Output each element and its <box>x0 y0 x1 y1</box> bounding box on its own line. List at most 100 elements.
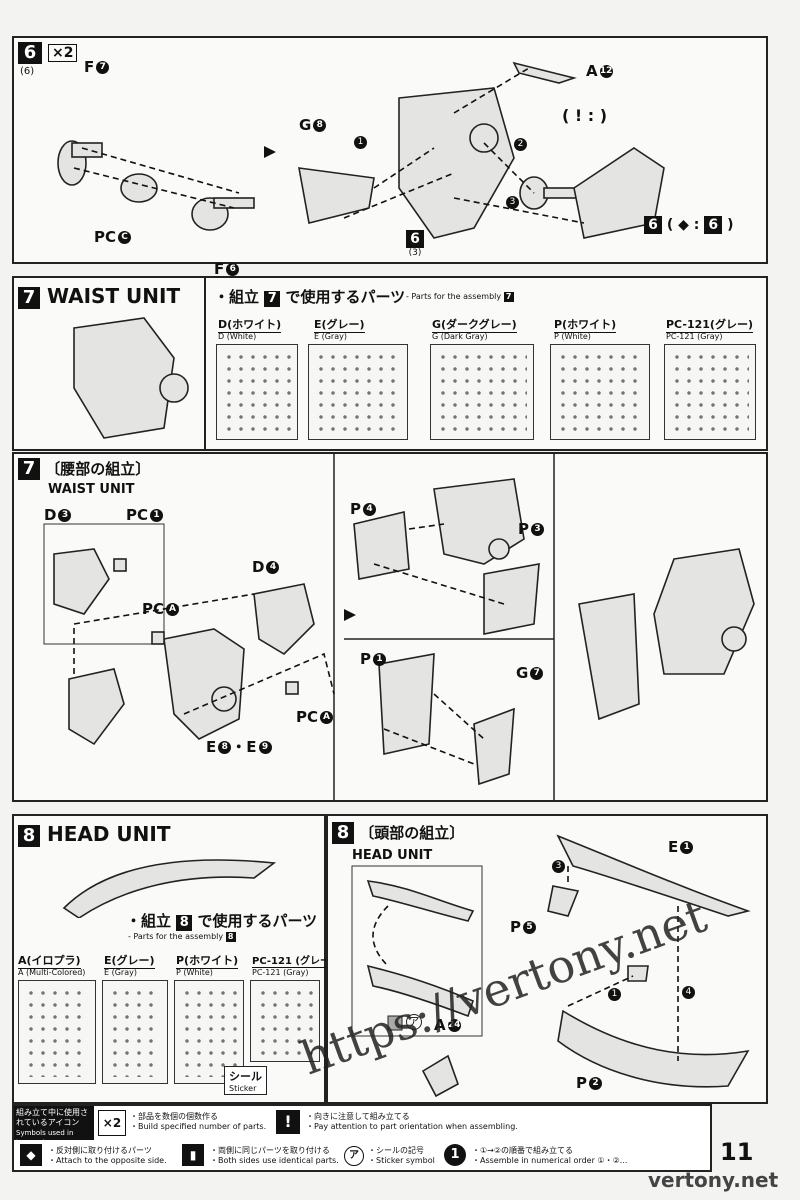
step6-sub: (6) <box>20 66 35 77</box>
head-part-pc121-en: PC-121 (Gray) <box>252 968 309 977</box>
step7-title-jp: 7 〔腰部の組立〕 <box>18 458 150 480</box>
waist-parts-panel: 7 WAIST UNIT ・組立 7 で使用するパーツ - Parts for … <box>12 276 768 451</box>
arrow-step-1: 1 <box>354 136 367 149</box>
step8-title-en: HEAD UNIT <box>352 848 433 863</box>
waist-part-p-en: P (White) <box>554 332 591 341</box>
waist-header-title: 7 WAIST UNIT <box>18 284 180 309</box>
shoulder-part <box>573 147 665 239</box>
head-part-pc121: PC-121 (グレー) <box>252 952 335 968</box>
head-part-a: A(イロプラ) <box>18 954 81 969</box>
legend-heading: 組み立て中に使用されているアイコン Symbols used in instru… <box>14 1106 94 1147</box>
head-header-title: 8 HEAD UNIT <box>18 822 170 847</box>
opposite-side-icon: ◆ <box>20 1144 42 1166</box>
runner-pc121 <box>664 344 756 440</box>
arrow-step-2: 2 <box>514 138 527 151</box>
sticker-symbol-icon: ア <box>344 1146 364 1166</box>
runner-a <box>18 980 96 1084</box>
flow-arrow <box>264 146 276 158</box>
arrow-step-3: 3 <box>506 196 519 209</box>
head-part-p: P(ホワイト) <box>176 954 239 969</box>
a12-part <box>512 61 577 84</box>
head-preview-drawing <box>62 859 277 918</box>
waist-assembly-en: - Parts for the assembly 7 <box>406 292 514 302</box>
sticker-label: シール Sticker <box>224 1066 267 1095</box>
waist-part-e-en: E (Gray) <box>314 332 347 341</box>
waist-part-p: P(ホワイト) <box>554 318 617 333</box>
legend-item-orientation: ・向きに注意して組み立てる ・Pay attention to part ori… <box>306 1112 518 1131</box>
legend-item-sticker: ・シールの記号 ・Sticker symbol <box>368 1146 435 1165</box>
caution-icon: ! <box>276 1110 300 1134</box>
head-part-p-en: P (White) <box>176 968 213 977</box>
waist-part-g-en: G (Dark Gray) <box>432 332 488 341</box>
legend-item-opposite: ・反対側に取り付けるパーツ ・Attach to the opposite si… <box>48 1146 167 1165</box>
arrow-step-8-3: 3 <box>552 860 565 873</box>
step7-drawing <box>43 454 755 800</box>
step6-multiplier: ×2 <box>48 44 78 62</box>
label-sticker-a: ア <box>406 1014 422 1030</box>
runner-d <box>216 344 298 440</box>
runner-e-head <box>102 980 168 1084</box>
runner-g <box>430 344 534 440</box>
waist-parts-box: ・組立 7 で使用するパーツ - Parts for the assembly … <box>204 278 766 449</box>
symbol-legend: 組み立て中に使用されているアイコン Symbols used in instru… <box>12 1104 712 1172</box>
waist-part-pc121: PC-121(グレー) <box>666 318 753 333</box>
step7-title-en: WAIST UNIT <box>48 482 135 497</box>
legend-item-multiplier: ・部品を数個の個数作る ・Build specified number of p… <box>130 1112 267 1131</box>
runner-pc121-head <box>250 980 320 1062</box>
legend-item-order: ・①→②の順番で組み立てる ・Assemble in numerical ord… <box>472 1146 628 1165</box>
f6-shaft <box>213 197 255 209</box>
runner-p <box>550 344 650 440</box>
multiplier-icon: ×2 <box>98 1110 126 1136</box>
waist-part-e: E(グレー) <box>314 318 365 333</box>
ref-6-5-6-4: 6 ( ◆ : 6 ) <box>644 216 734 234</box>
orientation-note: ( ! : ) <box>562 106 608 125</box>
step6-drawing <box>57 61 665 239</box>
pc-joint <box>469 123 499 153</box>
waist-assembly-jp: ・組立 7 で使用するパーツ <box>214 288 406 307</box>
head-part-a-en: A (Multi-Colored) <box>18 968 86 977</box>
legend-item-both-sides: ・両側に同じパーツを取り付ける ・Both sides use identica… <box>210 1146 339 1165</box>
runner-e <box>308 344 408 440</box>
both-sides-icon: ▮ <box>182 1144 204 1166</box>
head-assembly-jp: ・組立 8 で使用するパーツ <box>126 912 318 931</box>
body-part <box>398 87 515 239</box>
step6-number: 6 <box>18 42 42 64</box>
waist-part-d: D(ホワイト) <box>218 318 282 333</box>
head-part-e-en: E (Gray) <box>104 968 137 977</box>
runner-p-head <box>174 980 244 1084</box>
step8-drawing <box>351 834 751 1098</box>
step8-title-jp: 8 〔頭部の組立〕 <box>332 822 464 844</box>
head-assembly-en: - Parts for the assembly 8 <box>128 932 236 942</box>
waist-preview-drawing <box>73 317 189 439</box>
numbered-order-icon: 1 <box>444 1144 466 1166</box>
head-parts-panel: 8 HEAD UNIT ・組立 8 で使用するパーツ - Parts for t… <box>12 814 335 1104</box>
brand-mark: vertony.net <box>648 1168 779 1192</box>
arrow-step-8-4: 4 <box>682 986 695 999</box>
waist-part-g: G(ダークグレー) <box>432 318 517 333</box>
head-part-e: E(グレー) <box>104 954 155 969</box>
waist-part-pc121-en: PC-121 (Gray) <box>666 332 723 341</box>
waist-part-d-en: D (White) <box>218 332 257 341</box>
g8-part <box>298 167 375 224</box>
arrow-step-8-1: 1 <box>608 988 621 1001</box>
